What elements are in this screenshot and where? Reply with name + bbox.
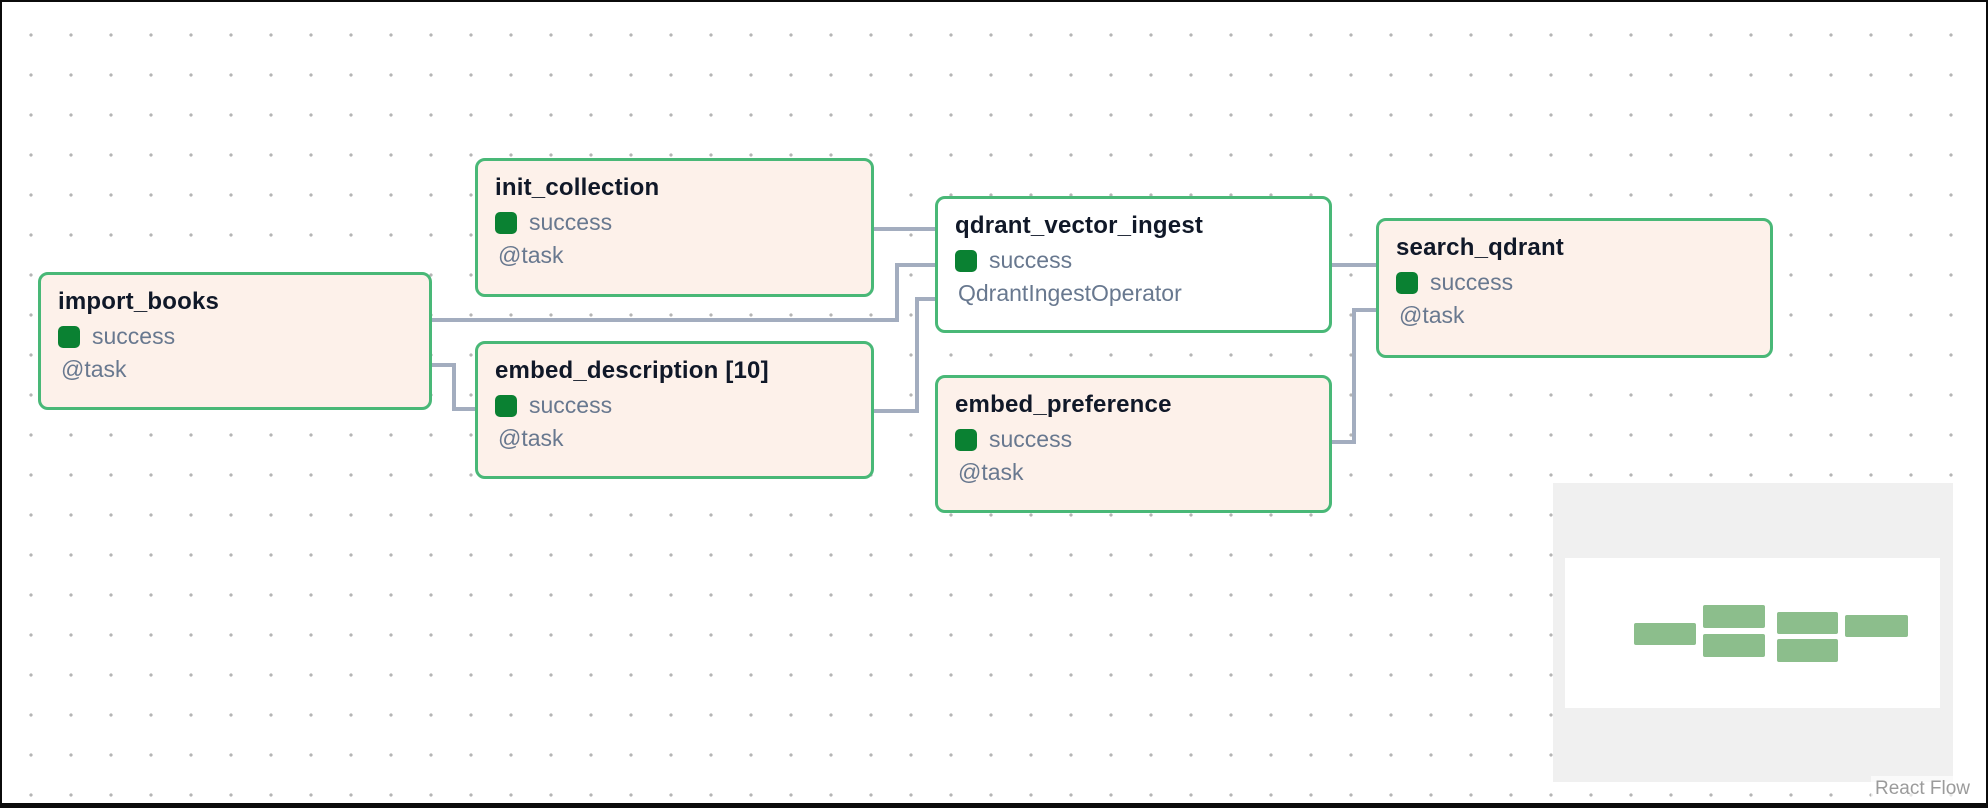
task-operator: @task — [498, 242, 564, 268]
task-status-row: success — [495, 391, 854, 420]
minimap-node-init_collection — [1703, 605, 1765, 628]
task-title: embed_preference — [955, 391, 1172, 418]
task-node-embed-preference[interactable]: embed_preference success @task — [935, 375, 1332, 513]
task-node-qdrant-vector-ingest[interactable]: qdrant_vector_ingest success QdrantInges… — [935, 196, 1332, 333]
task-node-embed-description[interactable]: embed_description [10] success @task — [475, 341, 874, 479]
react-flow-attribution-link[interactable]: React Flow — [1870, 776, 1974, 802]
task-title: qdrant_vector_ingest — [955, 212, 1204, 239]
status-success-icon — [955, 428, 977, 451]
minimap-node-search_qdrant — [1845, 615, 1908, 637]
status-label: success — [92, 323, 176, 349]
task-title: embed_description [10] — [495, 357, 769, 384]
status-success-icon — [58, 325, 80, 348]
task-operator: @task — [1399, 302, 1465, 328]
task-status-row: success — [955, 425, 1312, 454]
status-success-icon — [955, 249, 977, 272]
task-title: import_books — [58, 288, 220, 315]
edge-embed_description-to-qdrant_vector_ingest — [874, 297, 935, 413]
task-title: search_qdrant — [1396, 234, 1564, 261]
task-operator: @task — [61, 356, 127, 382]
minimap-node-embed_description — [1703, 634, 1765, 657]
task-status-row: success — [495, 208, 854, 237]
task-node-init-collection[interactable]: init_collection success @task — [475, 158, 874, 297]
task-status-row: success — [58, 322, 412, 351]
status-success-icon — [495, 394, 517, 417]
minimap-node-qdrant_vector_ingest — [1777, 612, 1838, 634]
status-label: success — [529, 392, 613, 418]
task-operator: @task — [498, 425, 564, 451]
edge-import_books-to-embed_description — [432, 363, 475, 411]
task-status-row: success — [1396, 268, 1753, 297]
task-status-row: success — [955, 246, 1312, 275]
status-label: success — [529, 209, 613, 235]
minimap-node-embed_preference — [1777, 639, 1838, 662]
task-node-import-books[interactable]: import_books success @task — [38, 272, 432, 410]
status-label: success — [989, 247, 1073, 273]
task-operator: @task — [958, 459, 1024, 485]
task-operator: QdrantIngestOperator — [958, 280, 1182, 306]
edge-embed_preference-to-search_qdrant — [1332, 308, 1376, 444]
minimap[interactable] — [1553, 483, 1953, 782]
status-success-icon — [495, 211, 517, 234]
task-node-search-qdrant[interactable]: search_qdrant success @task — [1376, 218, 1773, 358]
task-title: init_collection — [495, 174, 660, 201]
status-label: success — [989, 426, 1073, 452]
status-success-icon — [1396, 271, 1418, 294]
minimap-node-import_books — [1634, 623, 1696, 645]
status-label: success — [1430, 269, 1514, 295]
